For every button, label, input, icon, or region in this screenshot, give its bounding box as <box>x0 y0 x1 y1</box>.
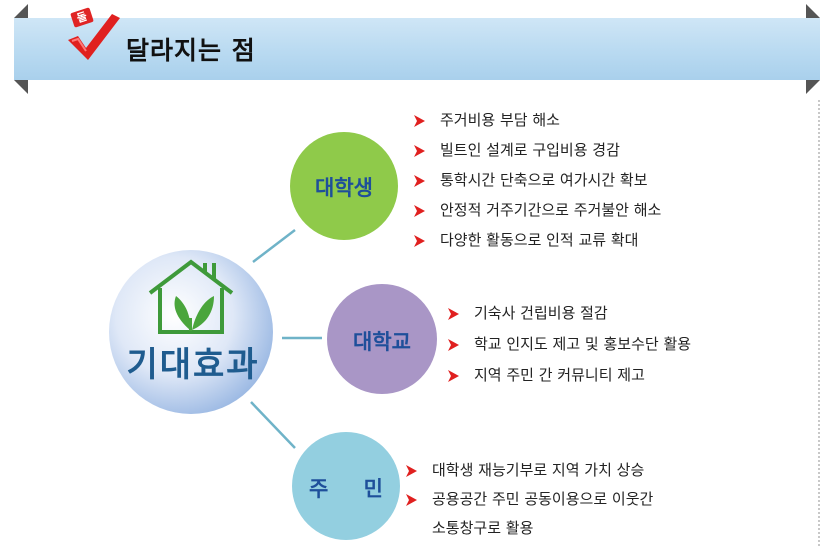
university-circle <box>327 284 437 394</box>
arrow-bullet-icon <box>446 366 460 382</box>
list-item: 빌트인 설계로 구입비용 경감 <box>412 138 661 168</box>
list-item-continuation: 소통창구로 활용 <box>432 519 534 537</box>
arrow-bullet-icon <box>446 335 460 351</box>
list-item: 안정적 거주기간으로 주거불안 해소 <box>412 198 661 228</box>
residents-circle <box>292 432 400 540</box>
residents-label: 주 민 <box>309 477 397 501</box>
arrow-bullet-icon <box>404 461 418 477</box>
main-circle-label: 기대효과 <box>126 345 260 385</box>
header-banner <box>14 18 820 80</box>
list-item: 기숙사 건립비용 절감 <box>446 301 691 332</box>
banner-corner-top-right <box>806 4 820 18</box>
banner-corner-bottom-right <box>806 80 820 94</box>
page-title: 달라지는 점 <box>126 36 256 65</box>
university-effects-list: 기숙사 건립비용 절감 학교 인지도 제고 및 홍보수단 활용 지역 주민 간 … <box>446 301 691 394</box>
banner-corner-bottom-left <box>14 80 28 94</box>
list-item: 지역 주민 간 커뮤니티 제고 <box>446 363 691 394</box>
list-item: 통학시간 단축으로 여가시간 확보 <box>412 168 661 198</box>
arrow-bullet-icon <box>446 304 460 320</box>
arrow-bullet-icon <box>412 171 426 187</box>
banner-corner-top-left <box>14 4 28 18</box>
arrow-bullet-icon <box>412 141 426 157</box>
students-circle <box>290 132 398 240</box>
connector-to-students <box>252 229 296 263</box>
sprout-icon <box>174 296 214 331</box>
right-dotted-border <box>818 100 820 548</box>
list-item: 학교 인지도 제고 및 홍보수단 활용 <box>446 332 691 363</box>
list-item: 대학생 재능기부로 지역 가치 상승 <box>404 458 653 487</box>
residents-effects-list: 대학생 재능기부로 지역 가치 상승 공용공간 주민 공동이용으로 이웃간 소통… <box>404 458 653 545</box>
students-label: 대학생 <box>315 176 373 200</box>
arrow-bullet-icon <box>404 490 418 506</box>
list-item: 주거비용 부담 해소 <box>412 108 661 138</box>
checkmark-icon: 돌 <box>64 7 124 66</box>
arrow-bullet-icon <box>412 231 426 247</box>
connector-to-residents <box>250 401 296 449</box>
list-item: 다양한 활동으로 인적 교류 확대 <box>412 228 661 258</box>
students-effects-list: 주거비용 부담 해소 빌트인 설계로 구입비용 경감 통학시간 단축으로 여가시… <box>412 108 661 258</box>
university-label: 대학교 <box>353 330 411 354</box>
arrow-bullet-icon <box>412 111 426 127</box>
house-with-sprout-icon <box>148 259 234 334</box>
list-item: 공용공간 주민 공동이용으로 이웃간 <box>404 487 653 516</box>
arrow-bullet-icon <box>412 201 426 217</box>
